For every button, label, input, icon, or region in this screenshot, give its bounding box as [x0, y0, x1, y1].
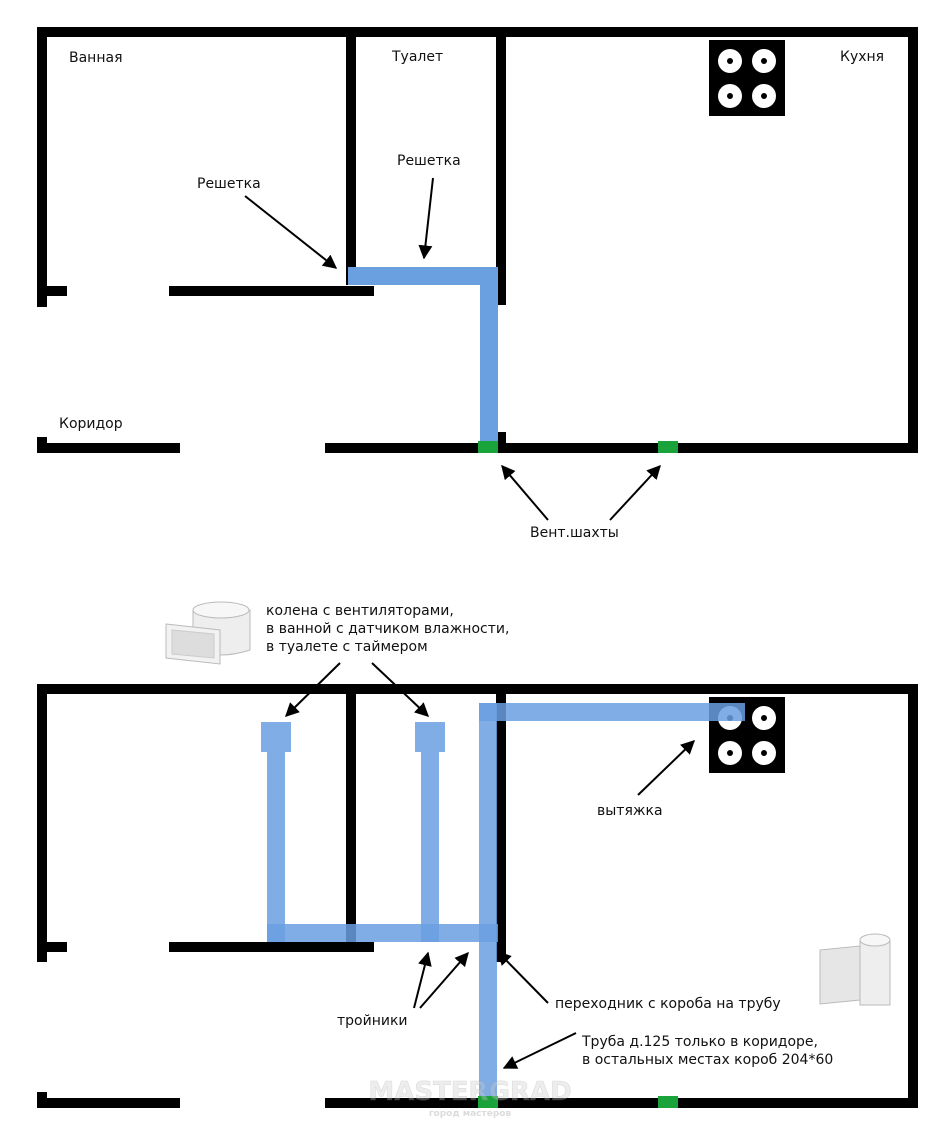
room-label-kitchen: Кухня — [840, 49, 884, 65]
adapter-label: переходник с короба на трубу — [555, 996, 781, 1012]
room-label-corridor: Коридор — [59, 416, 123, 432]
room-label-bathroom: Ванная — [69, 50, 123, 66]
grille-label-toilet: Решетка — [397, 153, 461, 169]
bottom-walls — [37, 684, 918, 1108]
vent-shafts-label: Вент.шахты — [530, 525, 619, 541]
fan-elbows-text-line3: в туалете с таймером — [266, 639, 428, 655]
top-duct — [348, 267, 498, 443]
fan-elbow-illustration — [165, 601, 251, 665]
stove-top — [709, 40, 785, 116]
bottom-plan: колена с вентиляторами, в ванной с датчи… — [37, 601, 918, 1119]
tees-label: тройники — [337, 1013, 408, 1029]
hood-label: вытяжка — [597, 803, 663, 819]
watermark-tagline: город мастеров — [429, 1109, 512, 1119]
vent-shaft-2 — [658, 441, 678, 453]
fan-elbow-bathroom — [261, 722, 291, 752]
room-label-toilet: Туалет — [391, 49, 443, 65]
watermark-brand: MASTERGRAD — [368, 1077, 571, 1107]
fan-elbows-text-line2: в ванной с датчиком влажности, — [266, 621, 509, 637]
vent-shaft-1 — [478, 441, 498, 453]
pipe-text-line1: Труба д.125 только в коридоре, — [581, 1034, 818, 1050]
fan-elbows-text-line1: колена с вентиляторами, — [266, 603, 454, 619]
pipe-text-line2: в остальных местах короб 204*60 — [582, 1052, 833, 1068]
vent-shaft-4 — [658, 1096, 678, 1108]
bottom-arrows — [285, 662, 696, 1069]
grille-label-bathroom: Решетка — [197, 176, 261, 192]
bottom-ducts — [261, 703, 745, 1098]
top-walls — [37, 27, 918, 453]
fan-elbow-toilet — [415, 722, 445, 752]
top-plan: Ванная Туалет Кухня Коридор Решетка Реше… — [37, 27, 918, 541]
top-arrows — [244, 177, 661, 521]
vent-shaft-3 — [478, 1096, 498, 1108]
watermark: MASTERGRAD город мастеров — [368, 1077, 572, 1119]
adapter-illustration — [819, 933, 891, 1006]
